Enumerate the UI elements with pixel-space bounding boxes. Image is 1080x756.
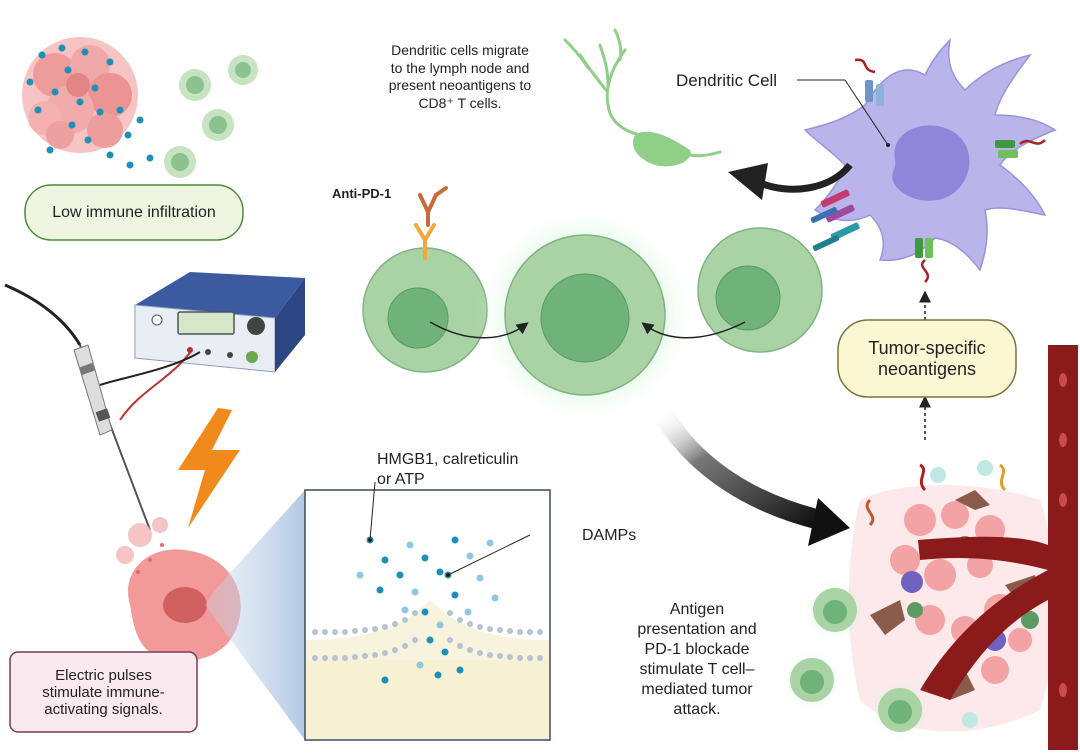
dc-migrate-line-2: to the lymph node and [390, 59, 530, 76]
needle-probe-icon [73, 344, 151, 531]
hmgb1-line-1: HMGB1, calreticulin [377, 451, 519, 468]
membrane-bilayer [312, 610, 543, 661]
arrow-left-to-center [429, 321, 529, 339]
arrow-dc-to-lymph [758, 162, 853, 193]
dc-migrate-line-3: present neoantigens to [388, 77, 532, 93]
big-arrow-to-tumor-head [808, 498, 850, 546]
dc-migrate-line-4: CD8⁺ T cells. [418, 94, 502, 111]
tumor-neoantigens-label: Tumor-specific neoantigens [838, 320, 1016, 397]
antigen-line-4: stimulate T cell– [639, 661, 755, 678]
hmgb1-line-2: or ATP [377, 471, 425, 488]
dc-migrate-label: Dendritic cells migrate to the lymph nod… [355, 42, 565, 112]
tumor-neoantigens-box [837, 319, 1017, 398]
antigen-line-3: PD-1 blockade [644, 641, 750, 658]
t-cell-right [697, 227, 823, 353]
electric-line-1: Electric pulses [55, 666, 152, 684]
shocked-tumor-cell [116, 517, 241, 661]
neoantigen-squiggles [865, 463, 1007, 527]
electroporator-device-icon [134, 272, 305, 373]
damps-zoom-panel [304, 481, 551, 741]
big-arrow-to-tumor [651, 404, 823, 530]
antigen-line-1: Antigen [669, 601, 725, 618]
red-blood-cells [1059, 373, 1067, 697]
neuron-body [632, 131, 691, 167]
dendritic-cell [803, 37, 1057, 272]
damps-label: DAMPs [582, 527, 637, 544]
blood-vessel-icon [918, 345, 1078, 750]
low-immune-label: Low immune infiltration [25, 185, 243, 240]
mhc-receptors [810, 58, 1046, 283]
antigen-presentation-label: Antigen presentation and PD-1 blockade s… [632, 600, 762, 720]
arrow-dc-to-lymph-head [728, 163, 768, 200]
dendritic-cell-label: Dendritic Cell [676, 71, 778, 90]
antigen-line-2: presentation and [637, 621, 757, 638]
tumor-cell-cluster [22, 37, 138, 153]
damp-molecules [356, 536, 499, 684]
tumor-cluster-low-infiltration [22, 37, 258, 178]
damp-dots-top [26, 44, 154, 169]
low-immune-text: Low immune infiltration [52, 203, 216, 221]
neuron-icon [563, 28, 722, 158]
hmgb1-label: HMGB1, calreticulin or ATP [377, 450, 547, 490]
probe-wires [4, 283, 201, 421]
scattered-t-cells [777, 460, 993, 745]
arrow-right-to-center [641, 321, 746, 339]
antigen-line-5: mediated tumor [641, 681, 753, 698]
electric-pulses-box [9, 651, 198, 733]
t-cell-left [362, 247, 488, 373]
antigen-line-6: attack. [673, 701, 721, 718]
anti-pd1-label: Anti-PD-1 [332, 186, 392, 201]
low-immune-box [24, 184, 244, 241]
electric-pulses-label: Electric pulses stimulate immune- activa… [10, 652, 197, 732]
t-cell-center [504, 234, 666, 396]
lightning-icon [178, 408, 240, 528]
anti-pd1-antibody-icon [414, 186, 448, 260]
tumor-neo-line-2: neoantigens [877, 358, 977, 379]
electric-line-3: activating signals. [44, 700, 163, 718]
tumor-neo-line-1: Tumor-specific [868, 337, 986, 358]
electric-line-2: stimulate immune- [42, 683, 165, 701]
t-cells-sparse [164, 55, 258, 178]
zoom-connector [205, 490, 305, 740]
dc-migrate-line-1: Dendritic cells migrate [391, 42, 529, 58]
